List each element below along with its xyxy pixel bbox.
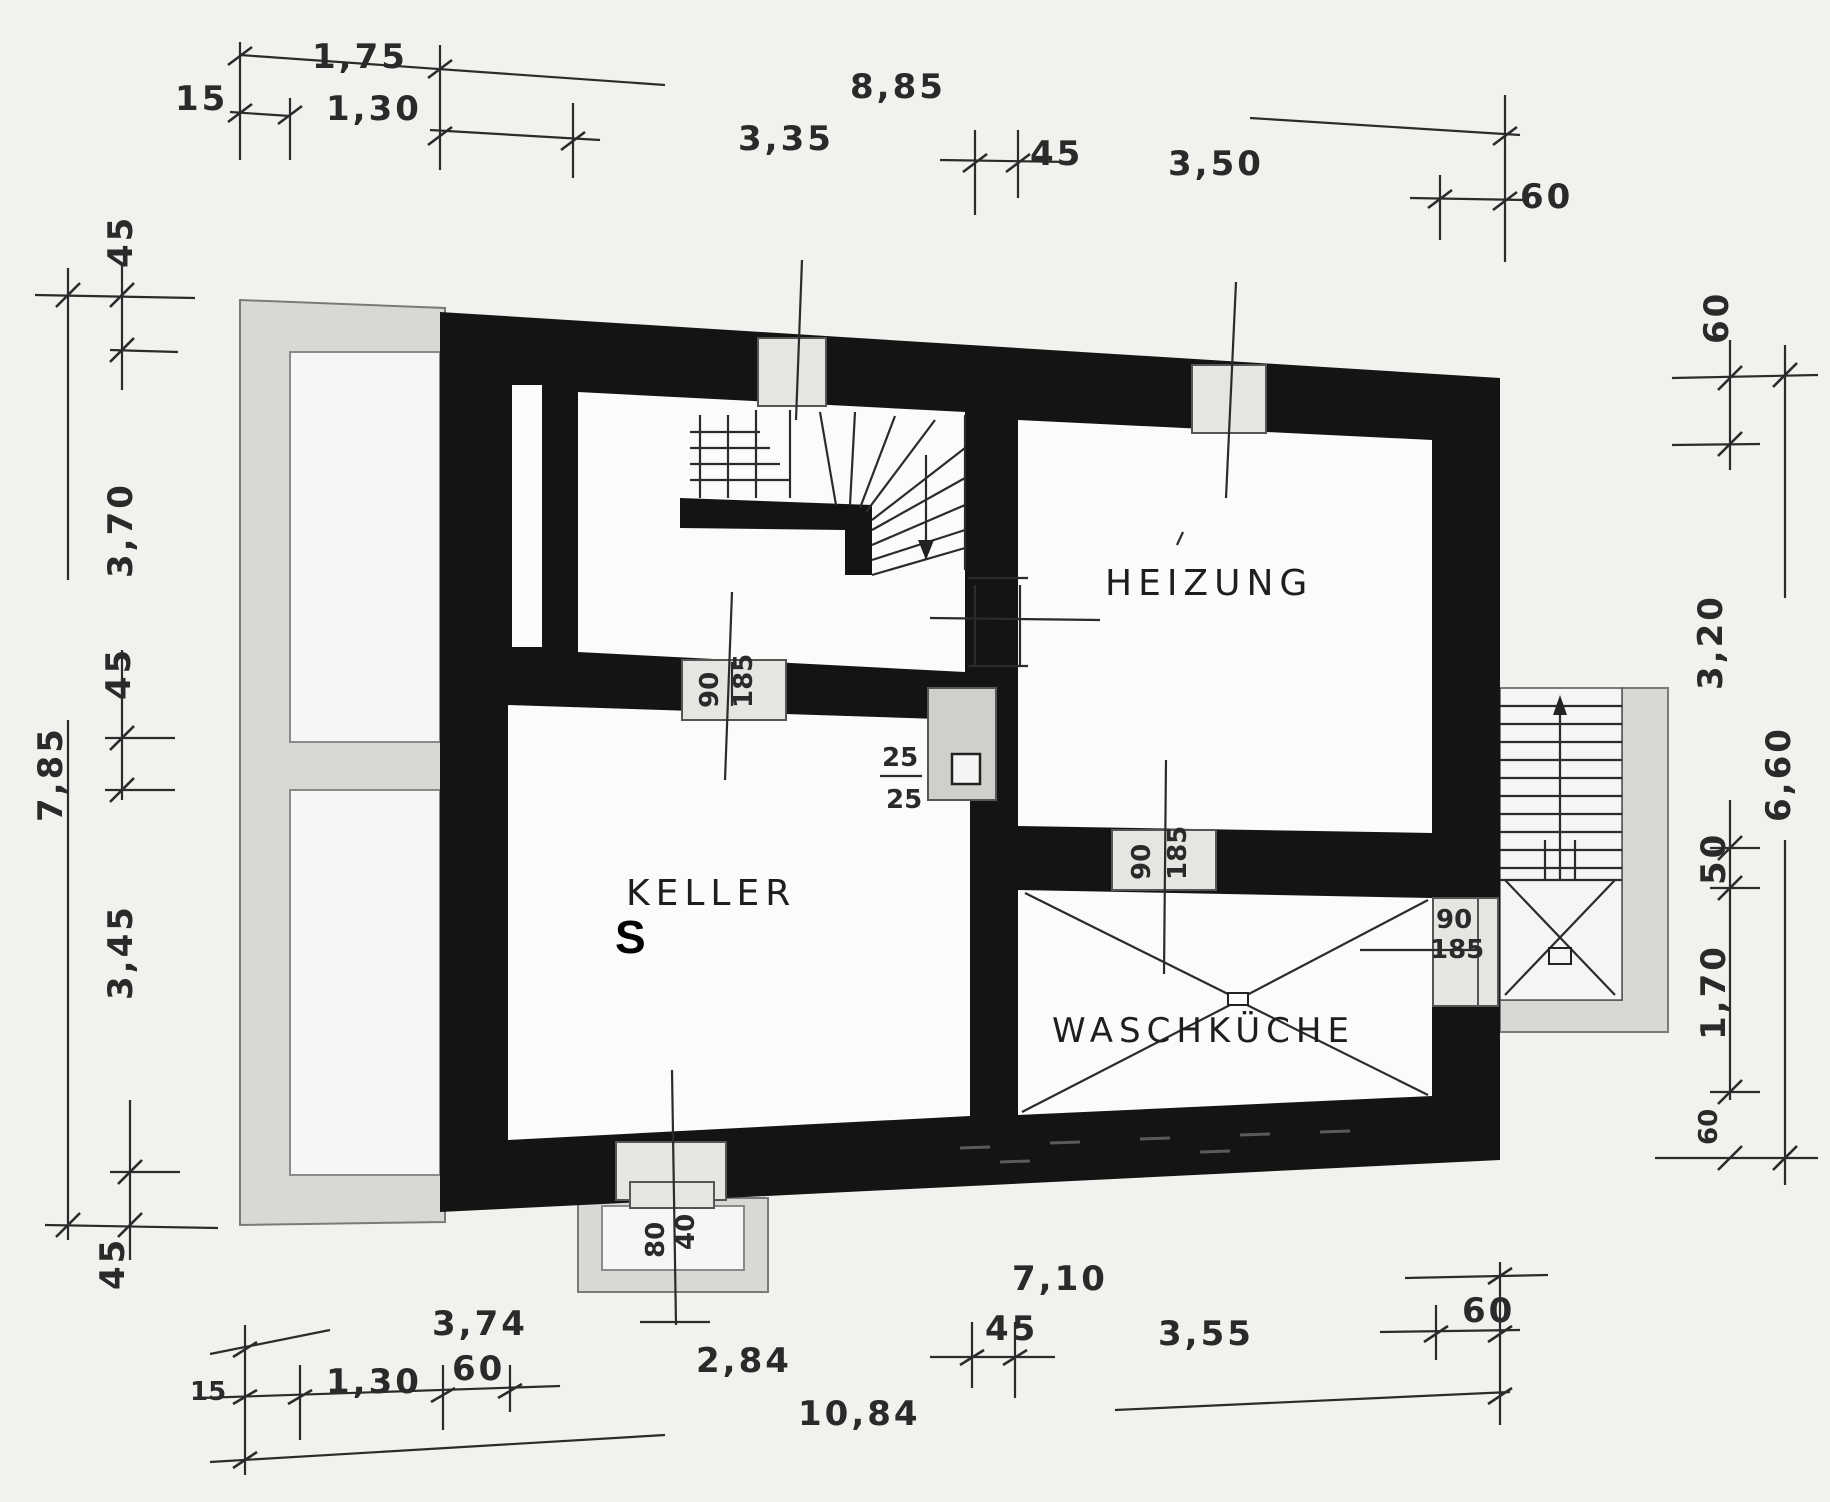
dim-top-15: 15 (175, 79, 228, 119)
dim-top-175: 1,75 (312, 37, 408, 77)
door-mid-width: 90 (1127, 844, 1157, 880)
dim-top-130: 1,30 (326, 89, 422, 129)
waschkueche-diagonals (1021, 892, 1480, 1113)
dim-bottom-284: 2,84 (696, 1341, 792, 1381)
dim-bottom-710: 7,10 (1012, 1259, 1108, 1299)
dim-bottom-60-left: 60 (452, 1349, 505, 1389)
room-label-keller: KELLER (626, 873, 796, 914)
shaft-dim-a: 25 (882, 743, 918, 773)
staircase (680, 410, 967, 577)
opening-labels: 90 185 90 185 90 185 80 40 25 25 (641, 654, 1484, 1258)
room-label-waschkueche: WASCHKÜCHE (1052, 1010, 1355, 1051)
top-dimensions: 1,75 15 1,30 8,85 3,35 45 3,50 60 (175, 37, 1573, 262)
dim-right-320: 3,20 (1691, 594, 1731, 690)
dim-left-45-top: 45 (101, 215, 141, 268)
window-bottom-height: 40 (671, 1214, 701, 1250)
keller-room (508, 705, 970, 1140)
door-right-width: 90 (1436, 905, 1472, 935)
shaft-dim-b: 25 (886, 785, 922, 815)
dim-top-45: 45 (1030, 134, 1083, 174)
dim-right-60-bot: 60 (1694, 1109, 1724, 1145)
dim-bottom-45: 45 (985, 1309, 1038, 1349)
dim-bottom-355: 3,55 (1158, 1314, 1254, 1354)
bottom-dimensions: 3,74 7,10 45 3,55 60 15 1,30 60 2,84 10,… (190, 1259, 1549, 1475)
left-terrace (239, 298, 446, 1227)
dim-left-45-bot: 45 (93, 1237, 133, 1290)
dim-top-60: 60 (1520, 177, 1573, 217)
dim-top-335: 3,35 (738, 119, 834, 159)
walls (440, 312, 1500, 1212)
dim-top-total: 8,85 (850, 67, 946, 107)
light-well (577, 1197, 769, 1293)
dim-left-370: 3,70 (101, 482, 141, 578)
stair-room (578, 392, 965, 672)
dim-right-660: 6,60 (1759, 726, 1799, 822)
dim-left-345: 3,45 (101, 904, 141, 1000)
door-upper-height: 185 (729, 654, 759, 708)
dim-left-45-mid: 45 (99, 647, 139, 700)
dim-bottom-total: 10,84 (798, 1394, 921, 1434)
dim-bottom-15: 15 (190, 1377, 226, 1407)
door-upper-width: 90 (695, 672, 725, 708)
section-lines (670, 259, 1238, 1326)
heizung-room (1018, 420, 1432, 833)
waschkueche-room (1018, 890, 1432, 1115)
entrance-stairs (1499, 687, 1669, 1033)
room-label-heizung: HEIZUNG (1105, 563, 1313, 604)
dim-right-170: 1,70 (1694, 944, 1734, 1040)
marker-s: S (615, 911, 646, 963)
dim-left-total: 7,85 (31, 726, 71, 822)
window-bottom-width: 80 (641, 1222, 671, 1258)
dim-right-60-top: 60 (1697, 291, 1737, 344)
openings (615, 337, 1499, 1209)
left-dimensions: 45 3,70 7,85 45 3,45 45 (31, 215, 219, 1290)
dim-bottom-130: 1,30 (326, 1362, 422, 1402)
dim-top-350: 3,50 (1168, 144, 1264, 184)
door-mid-height: 185 (1163, 826, 1193, 880)
dim-right-50: 50 (1694, 832, 1734, 885)
dim-bottom-374: 3,74 (432, 1304, 528, 1344)
right-dimensions: 60 3,20 6,60 50 1,70 60 (1655, 291, 1819, 1185)
dim-bottom-60-right: 60 (1462, 1291, 1515, 1331)
door-right-height: 185 (1430, 935, 1484, 965)
